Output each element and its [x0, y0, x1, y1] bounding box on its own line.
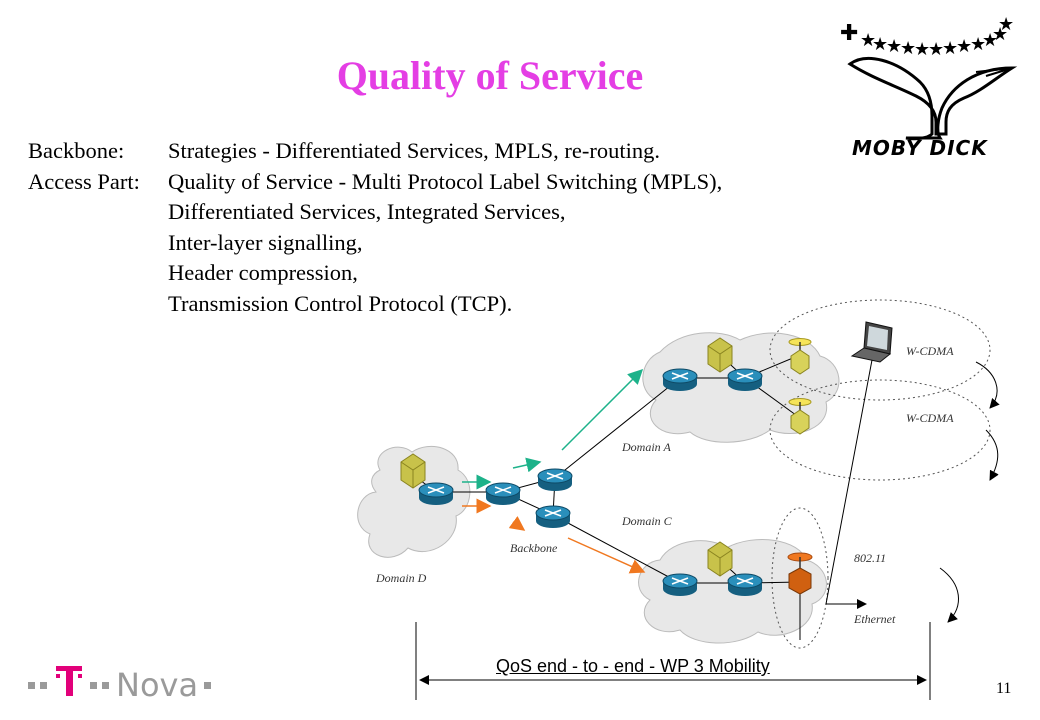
router-icon: [537, 468, 573, 492]
stars-row-icon: ★★★ ★★★ ★★★ ★★★: [860, 14, 1014, 60]
bullet-continuation: Inter-layer signalling,: [168, 229, 363, 255]
bullet-continuation: Transmission Control Protocol (TCP).: [168, 290, 513, 316]
domain-d-cloud: [357, 445, 471, 558]
backbone-label: Backbone: [510, 541, 558, 555]
wcdma-label-1: W-CDMA: [906, 344, 954, 358]
bullet-row-access: Access Part: Quality of Service - Multi …: [28, 167, 722, 198]
slide-title: Quality of Service: [336, 53, 644, 98]
orange-flow-arrow: [567, 537, 646, 574]
svg-text:★: ★: [860, 30, 876, 51]
green-flow-arrow: [512, 457, 542, 473]
bullet-row-backbone: Backbone: Strategies - Differentiated Se…: [28, 136, 722, 167]
antenna-icon: [788, 337, 812, 375]
router-icon: [485, 482, 521, 506]
page-number: 11: [996, 680, 1012, 697]
svg-text:★: ★: [886, 36, 902, 57]
orange-flow-arrow: [508, 515, 526, 531]
handover-arrow: [975, 361, 1000, 409]
router-icon: [418, 482, 454, 506]
wcdma-coverage-2: [769, 379, 991, 481]
svg-text:★: ★: [992, 24, 1008, 45]
bullet-text: Strategies - Differentiated Services, MP…: [168, 138, 660, 163]
svg-text:Nova: Nova: [116, 666, 198, 704]
server-icon: [707, 337, 733, 373]
star-icon: ✚: [840, 21, 858, 46]
router-icon: [727, 573, 763, 597]
wcdma-coverage-1: [769, 299, 991, 401]
antenna-icon: [788, 397, 812, 435]
svg-text:★: ★: [928, 39, 944, 60]
server-icon: [707, 541, 733, 577]
svg-text:✚: ✚: [840, 21, 858, 46]
handover-arrow: [939, 567, 959, 623]
moby-dick-logo: ✚ ★★★ ★★★ ★★★ ★★★: [840, 14, 1018, 141]
wifi-coverage: [771, 507, 829, 649]
svg-text:★: ★: [956, 36, 972, 57]
svg-text:★: ★: [942, 38, 958, 59]
svg-text:★: ★: [900, 38, 916, 59]
bullet-list: Backbone: Strategies - Differentiated Se…: [28, 136, 722, 319]
bullet-text: Quality of Service - Multi Protocol Labe…: [168, 168, 723, 194]
whale-tail-icon: [847, 56, 1018, 141]
domain-a-label: Domain A: [622, 440, 671, 454]
qos-caption: QoS end - to - end - WP 3 Mobility: [496, 656, 770, 676]
wifi-label: 802.11: [854, 551, 887, 565]
svg-text:★: ★: [982, 30, 998, 51]
laptop-icon: [850, 321, 893, 363]
router-icon: [727, 368, 763, 392]
router-icon: [662, 573, 698, 597]
bullet-continuation: Header compression,: [168, 260, 358, 285]
domain-d-label: Domain D: [376, 571, 427, 585]
bullet-label: Backbone:: [28, 138, 125, 163]
green-flow-arrow: [561, 368, 644, 451]
wifi-access-point-icon: [787, 552, 813, 595]
svg-text:★: ★: [914, 39, 930, 60]
ethernet-label: Ethernet: [854, 612, 896, 626]
svg-text:★: ★: [970, 34, 986, 55]
bullet-continuation: Differentiated Services, Integrated Serv…: [168, 199, 566, 224]
server-icon: [400, 453, 426, 489]
handover-arrow: [985, 429, 999, 481]
svg-text:★: ★: [998, 14, 1014, 35]
svg-text:★: ★: [872, 34, 888, 55]
wcdma-label-2: W-CDMA: [906, 411, 954, 425]
t-nova-logo: Nova: [28, 666, 211, 704]
router-icon: [535, 505, 571, 529]
logo-text: MOBY DICK: [852, 136, 988, 160]
bullet-label: Access Part:: [28, 168, 140, 194]
router-icon: [662, 368, 698, 392]
domain-c-label: Domain C: [622, 514, 672, 528]
